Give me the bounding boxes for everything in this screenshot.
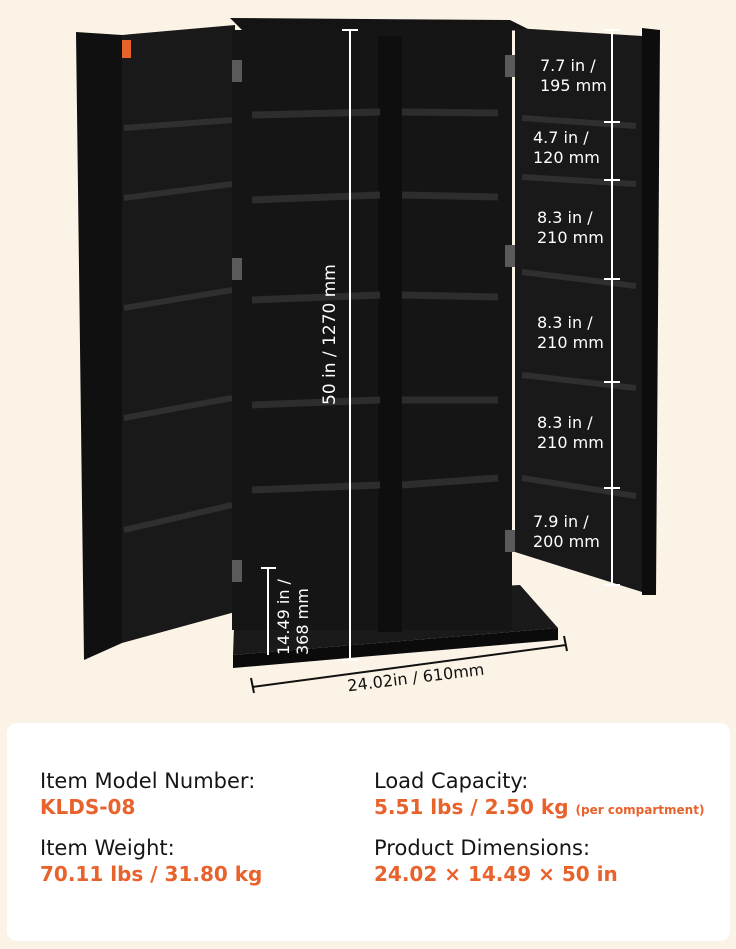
cabinet-body [232, 30, 512, 630]
spec-dimensions: Product Dimensions: 24.02 × 14.49 × 50 i… [374, 835, 618, 887]
dims-label: Product Dimensions: [374, 836, 591, 860]
height-label: 50 in / 1270 mm [320, 264, 340, 405]
spec-model: Item Model Number: KLDS-08 [40, 768, 255, 820]
shelf-height-label: 8.3 in / 210 mm [537, 313, 604, 352]
model-value: KLDS-08 [40, 795, 136, 819]
width-dimension-line [251, 644, 567, 688]
shelf-height-label: 8.3 in / 210 mm [537, 413, 604, 452]
shelf-height-label: 7.9 in / 200 mm [533, 512, 600, 551]
model-label: Item Model Number: [40, 769, 256, 793]
spec-load: Load Capacity: 5.51 lbs / 2.50 kg (per c… [374, 768, 704, 823]
shelf-height-label: 4.7 in / 120 mm [533, 128, 600, 167]
door-tag [122, 40, 131, 58]
depth-label: 14.49 in / 368 mm [274, 579, 312, 655]
cabinet-illustration [76, 18, 660, 694]
right-door [515, 28, 642, 592]
product-image-area: 50 in / 1270 mm 14.49 in / 368 mm 24.02i… [76, 18, 660, 695]
depth-label-line2: 368 mm [293, 588, 312, 655]
load-value: 5.51 lbs / 2.50 kg [374, 795, 569, 819]
dims-value: 24.02 × 14.49 × 50 in [374, 862, 618, 886]
load-note: (per compartment) [575, 803, 705, 817]
load-label: Load Capacity: [374, 769, 529, 793]
depth-label-line1: 14.49 in / [274, 579, 293, 655]
shelf-height-label: 8.3 in / 210 mm [537, 208, 604, 247]
weight-value: 70.11 lbs / 31.80 kg [40, 862, 263, 886]
weight-label: Item Weight: [40, 836, 175, 860]
shelf-height-label: 7.7 in / 195 mm [540, 56, 607, 95]
spec-card: Item Model Number: KLDS-08 Item Weight: … [7, 723, 730, 941]
left-door [76, 32, 122, 660]
spec-weight: Item Weight: 70.11 lbs / 31.80 kg [40, 835, 262, 887]
load-value-row: 5.51 lbs / 2.50 kg (per compartment) [374, 794, 704, 823]
